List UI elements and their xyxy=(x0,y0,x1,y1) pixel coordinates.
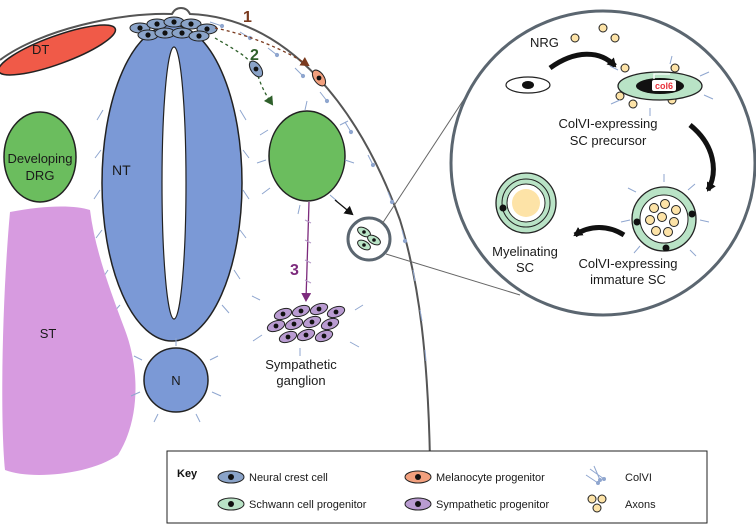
col6-tag xyxy=(652,80,676,91)
notochord-colvi-fibers xyxy=(130,338,222,423)
key-icon-axons xyxy=(587,494,607,513)
nrg-label: NRG xyxy=(530,35,559,50)
sympathetic-label-line2: ganglion xyxy=(276,373,325,388)
neural-tube-lumen xyxy=(161,46,187,320)
myelinating-label-line2: SC xyxy=(516,260,534,275)
precursor-label-line1: ColVI-expressing xyxy=(559,116,658,131)
key-icon-neural-crest xyxy=(217,470,245,484)
key-icon-colvi xyxy=(585,465,606,485)
n-label: N xyxy=(171,373,180,388)
sc-precursor-colvi xyxy=(609,55,714,116)
immature-sc-colvi xyxy=(620,174,710,257)
key-label-colvi: ColVI xyxy=(625,472,652,484)
immature-label-line2: immature SC xyxy=(590,272,666,287)
notochord xyxy=(143,347,209,413)
developing-drg xyxy=(3,111,77,203)
key-icon-sympathetic xyxy=(404,497,432,511)
pathway-3-arrow xyxy=(301,201,312,302)
key-icon-schwann xyxy=(217,497,245,511)
sympathetic-label-line1: Sympathetic xyxy=(265,357,337,372)
drg-right-colvi-fibers xyxy=(256,100,355,215)
myelinated-axon xyxy=(512,189,540,217)
inset-arrow-2 xyxy=(688,123,716,192)
immature-sc-axons xyxy=(645,199,681,237)
sclerotome xyxy=(2,206,136,475)
ectoderm-outline xyxy=(0,7,431,461)
col6-label: col6 xyxy=(655,81,673,91)
schwann-pathway-arrow xyxy=(334,199,354,216)
key-label-schwann: Schwann cell progenitor xyxy=(249,499,367,511)
key-label-melanocyte: Melanocyte progenitor xyxy=(436,472,545,484)
pathway-1-arrow xyxy=(214,27,310,67)
pathway-2-label: 2 xyxy=(250,47,259,64)
zoom-line-top xyxy=(381,89,471,225)
key-title: Key xyxy=(177,468,198,480)
pathway-2-arrow xyxy=(214,37,272,104)
dt-label: DT xyxy=(32,42,49,57)
key-label-sympathetic: Sympathetic progenitor xyxy=(436,499,549,511)
pathway-1-label: 1 xyxy=(243,9,252,26)
myelinating-label-line1: Myelinating xyxy=(492,244,558,259)
pathway-3-label: 3 xyxy=(290,262,299,279)
drg-right xyxy=(268,110,346,202)
inset-arrow-1 xyxy=(548,51,617,71)
schwann-progenitor-cluster xyxy=(357,226,381,251)
drg-label-line1: Developing xyxy=(7,151,72,166)
dermomyotome xyxy=(0,24,117,76)
precursor-label-line2: SC precursor xyxy=(570,133,647,148)
nt-label: NT xyxy=(112,162,131,178)
key-icon-melanocyte xyxy=(404,470,432,484)
key-label-axons: Axons xyxy=(625,499,656,511)
immature-label-line1: ColVI-expressing xyxy=(579,256,678,271)
pathway-3-colvi xyxy=(304,219,312,284)
key-box xyxy=(166,450,708,524)
key-label-neural-crest: Neural crest cell xyxy=(249,472,328,484)
inset-arrow-3 xyxy=(573,225,626,238)
st-label: ST xyxy=(40,326,57,341)
sympathetic-ganglion-cluster xyxy=(251,295,364,356)
zoom-line-bottom xyxy=(385,253,521,296)
drg-label-line2: DRG xyxy=(26,168,55,183)
col6-arrow xyxy=(653,73,670,79)
